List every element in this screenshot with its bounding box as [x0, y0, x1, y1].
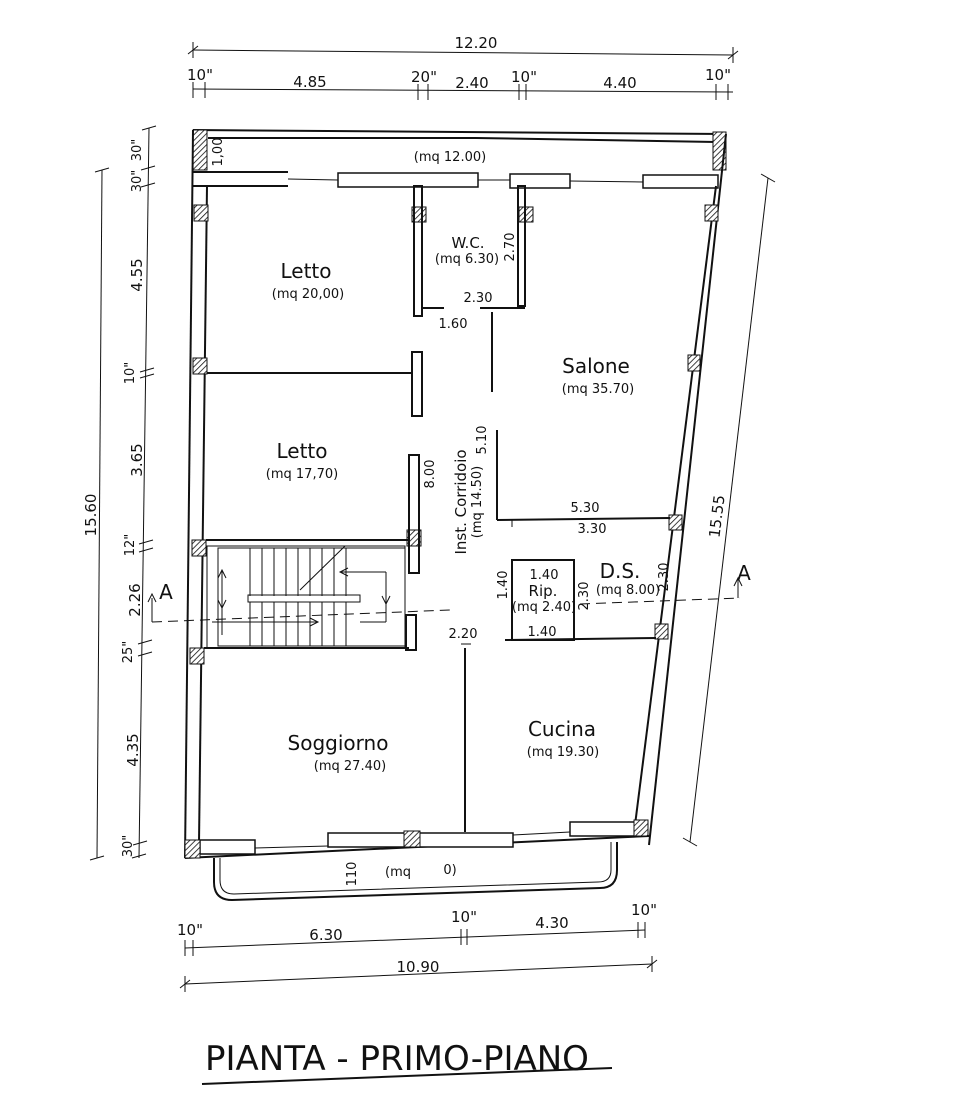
dim-left-seg-4: 10": [123, 362, 138, 385]
dim-salone-width-1: 5.30: [571, 501, 600, 516]
dim-left-seg-7: 2.26: [126, 583, 144, 616]
dim-left-seg-6: 12": [123, 534, 138, 557]
room-letto-2-name: Letto: [276, 439, 327, 463]
bottom-dimension-chain: [179, 922, 658, 992]
dim-salone-width-2: 3.30: [578, 522, 607, 537]
dim-left-seg-5: 3.65: [128, 443, 146, 476]
bottom-balcony: [213, 842, 618, 902]
dim-rip-width-bottom: 1.40: [528, 625, 557, 640]
top-balcony: [192, 129, 727, 171]
dim-bottom-seg-2: 6.30: [309, 926, 342, 944]
section-marker-right: A: [737, 561, 751, 585]
room-letto-1-name: Letto: [280, 259, 331, 283]
dim-left-seg-3: 4.55: [128, 258, 146, 291]
dim-ds-height: 2.30: [657, 563, 672, 592]
room-ds-area: (mq 8.00): [596, 583, 660, 598]
room-wc-area: (mq 6.30): [435, 252, 499, 267]
top-dimension-chain: [187, 42, 739, 100]
dim-balcony-depth-bottom: 110: [345, 862, 360, 887]
room-soggiorno-area: (mq 27.40): [314, 759, 386, 774]
room-cucina-name: Cucina: [528, 717, 596, 741]
room-wc-name: W.C.: [451, 234, 484, 252]
room-corridoio-name: Inst. Corridoio: [452, 449, 470, 554]
dim-wc-height: 2.70: [503, 233, 518, 262]
dim-rip-width-top: 1.40: [530, 568, 559, 583]
section-line: [147, 576, 743, 623]
room-ds-name: D.S.: [600, 559, 641, 583]
dim-top-seg-7: 10": [705, 66, 731, 84]
dim-left-total: 15.60: [82, 494, 100, 537]
staircase: [206, 545, 406, 649]
left-dimension-chain: [89, 125, 157, 861]
dim-left-seg-2: 30": [130, 170, 145, 193]
interior-walls: [204, 185, 671, 832]
balcony-top-area: (mq 12.00): [414, 150, 486, 165]
room-corridoio-area: (mq 14.50): [470, 466, 485, 538]
dim-wc-door: 1.60: [439, 317, 468, 332]
dim-top-total: 12.20: [455, 34, 498, 52]
dim-left-seg-10: 30": [121, 835, 136, 858]
dim-bottom-total: 10.90: [397, 958, 440, 976]
section-marker-left: A: [159, 580, 173, 604]
dim-corridor-gap: 2.20: [449, 627, 478, 642]
room-salone-name: Salone: [562, 354, 630, 378]
dim-balcony-depth-top: 1,00: [211, 138, 226, 167]
room-salone-area: (mq 35.70): [562, 382, 634, 397]
dim-corridor-length: 5.10: [475, 426, 490, 455]
dim-wc-width: 2.30: [464, 291, 493, 306]
dim-stair-length: 8.00: [423, 460, 438, 489]
room-rip-name: Rip.: [529, 582, 558, 600]
dim-bottom-seg-5: 10": [631, 901, 657, 919]
room-soggiorno-name: Soggiorno: [288, 731, 389, 755]
dim-rip-depth: 2.30: [577, 582, 592, 611]
balcony-bottom-area-value: 0): [443, 863, 456, 878]
room-cucina-area: (mq 19.30): [527, 745, 599, 760]
dim-left-seg-8: 25": [121, 641, 136, 664]
dim-bottom-seg-3: 10": [451, 908, 477, 926]
room-rip-area: (mq 2.40): [512, 600, 576, 615]
dim-left-seg-1: 30": [130, 139, 145, 162]
dim-top-seg-5: 10": [511, 68, 537, 86]
dim-top-seg-1: 10": [187, 66, 213, 84]
dim-bottom-seg-1: 10": [177, 921, 203, 939]
drawing-title: PIANTA - PRIMO-PIANO: [205, 1039, 589, 1079]
room-letto-2-area: (mq 17,70): [266, 467, 338, 482]
dim-top-seg-4: 2.40: [455, 74, 488, 92]
room-letto-1-area: (mq 20,00): [272, 287, 344, 302]
dim-right-total: 15.55: [705, 494, 728, 539]
balcony-bottom-area-prefix: (mq: [385, 865, 411, 880]
dim-bottom-seg-4: 4.30: [535, 914, 568, 932]
dim-top-seg-6: 4.40: [603, 74, 636, 92]
dim-top-seg-2: 4.85: [293, 73, 326, 91]
dim-top-seg-3: 20": [411, 68, 437, 86]
dim-rip-height: 1.40: [496, 571, 511, 600]
right-dimension: [682, 173, 776, 847]
dim-left-seg-9: 4.35: [124, 733, 142, 766]
